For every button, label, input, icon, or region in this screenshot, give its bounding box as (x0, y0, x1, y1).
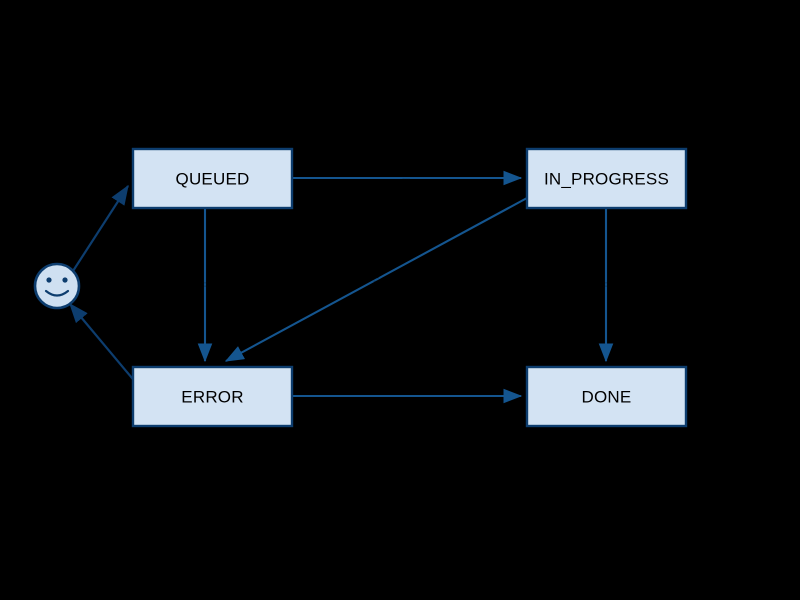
node-label: IN_PROGRESS (544, 170, 669, 189)
edge-queued-to-in-progress[interactable]: .... (292, 170, 523, 186)
edge-label: .... (402, 175, 410, 182)
node-queued[interactable]: QUEUED (131, 147, 294, 210)
node-box (131, 147, 294, 210)
node-in-progress[interactable]: IN_PROGRESS (525, 147, 688, 210)
edge-label: :::: (201, 282, 209, 289)
smiley-mouth-icon (44, 289, 70, 297)
edge-line (69, 302, 143, 391)
edge-error-to-start[interactable] (69, 302, 143, 391)
edge-queued-to-error[interactable]: :::: (197, 208, 213, 363)
edge-label: :::: (602, 282, 610, 289)
edge-line (224, 197, 528, 362)
node-box (131, 365, 294, 428)
smiley-face-icon (33, 262, 81, 310)
node-box (525, 365, 688, 428)
smiley-eye-right-icon (62, 277, 68, 283)
edge-label: .::. (373, 277, 381, 284)
start-node[interactable] (33, 262, 81, 310)
node-error[interactable]: ERROR (131, 365, 294, 428)
edge-in-progress-to-error[interactable]: .::. (224, 197, 528, 362)
node-label: ERROR (181, 388, 243, 407)
node-done[interactable]: DONE (525, 365, 688, 428)
node-label: DONE (582, 388, 632, 407)
edge-line (72, 184, 129, 272)
smiley-eye-left-icon (46, 277, 52, 283)
node-box (525, 147, 688, 210)
edge-in-progress-to-done[interactable]: :::: (598, 208, 614, 363)
node-label: QUEUED (176, 170, 250, 189)
edge-start-to-queued[interactable] (72, 184, 129, 272)
